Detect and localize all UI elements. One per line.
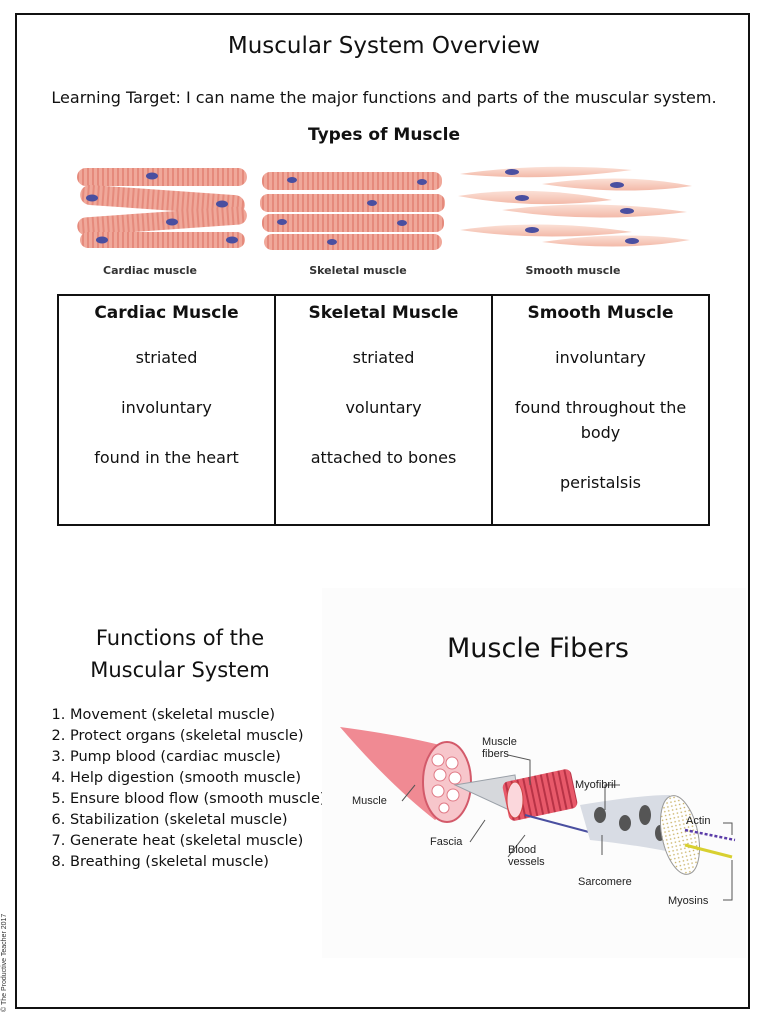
cardiac-muscle-cells	[77, 168, 247, 248]
cardiac-column: Cardiac Muscle striated involuntary foun…	[57, 294, 276, 526]
column-item: striated	[135, 348, 198, 367]
list-item: Protect organs (skeletal muscle)	[70, 726, 330, 747]
functions-list: Movement (skeletal muscle) Protect organ…	[50, 705, 330, 873]
skeletal-column: Skeletal Muscle striated voluntary attac…	[274, 294, 493, 526]
label-myosins: Myosins	[668, 895, 709, 907]
muscle-fiber-diagram	[340, 727, 736, 901]
list-item: Pump blood (cardiac muscle)	[70, 747, 330, 768]
column-heading: Cardiac Muscle	[94, 303, 239, 323]
copyright-notice: © The Productive Teacher 2017	[1, 913, 8, 1012]
column-item: found in the heart	[94, 448, 239, 467]
column-heading: Smooth Muscle	[527, 303, 674, 323]
list-item: Breathing (skeletal muscle)	[70, 852, 330, 873]
skeletal-muscle-cells	[260, 172, 445, 250]
types-heading: Types of Muscle	[308, 125, 460, 145]
column-item: striated	[352, 348, 415, 367]
smooth-muscle-cells	[458, 166, 692, 247]
caption-smooth: Smooth muscle	[525, 264, 621, 277]
column-item: involuntary	[121, 398, 212, 417]
label-sarcomere: Sarcomere	[578, 876, 632, 888]
smooth-column: Smooth Muscle involuntary found througho…	[491, 294, 710, 526]
list-item: Stabilization (skeletal muscle)	[70, 810, 330, 831]
label-fascia: Fascia	[430, 836, 463, 848]
column-heading: Skeletal Muscle	[308, 303, 459, 323]
muscle-types-illustration	[77, 166, 692, 250]
page-border	[15, 13, 750, 1009]
learning-target: Learning Target: I can name the major fu…	[51, 88, 717, 107]
list-item: Generate heat (skeletal muscle)	[70, 831, 330, 852]
page-title: Muscular System Overview	[227, 33, 541, 59]
muscle-types-table: Cardiac Muscle striated involuntary foun…	[57, 294, 710, 526]
label-actin: Actin	[686, 815, 711, 827]
column-item: voluntary	[345, 398, 422, 417]
column-item: peristalsis	[560, 473, 641, 492]
caption-cardiac: Cardiac muscle	[103, 264, 197, 277]
label-muscle: Muscle	[352, 795, 387, 807]
column-item: found throughout the body	[514, 398, 687, 442]
label-myofibril: Myofibril	[575, 779, 616, 791]
column-item: involuntary	[555, 348, 646, 367]
list-item: Help digestion (smooth muscle)	[70, 768, 330, 789]
column-item: attached to bones	[310, 448, 457, 467]
list-item: Ensure blood flow (smooth muscle)	[70, 789, 330, 810]
list-item: Movement (skeletal muscle)	[70, 705, 330, 726]
functions-heading: Functions of the Muscular System	[90, 626, 270, 682]
fibers-heading: Muscle Fibers	[447, 633, 629, 664]
caption-skeletal: Skeletal muscle	[309, 264, 407, 277]
